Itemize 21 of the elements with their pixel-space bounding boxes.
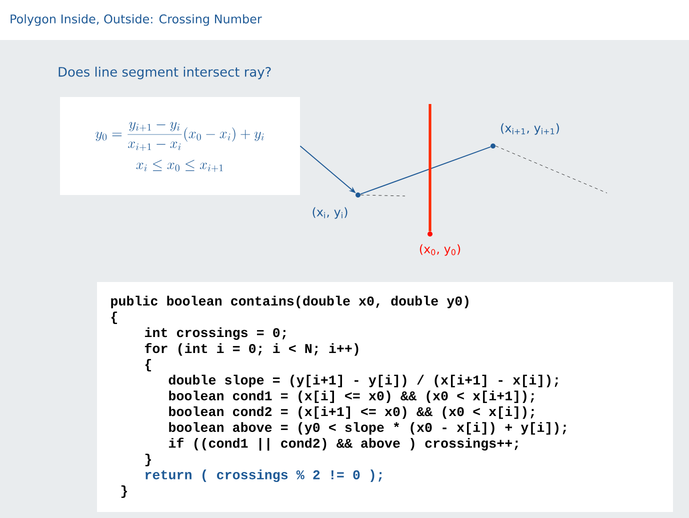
subtitle: Does line segment intersect ray? [58, 66, 271, 80]
code-line: boolean above = (y0 < slope * (x0 - x[i]) + y[i]); [169, 422, 566, 435]
connector-line [360, 146, 491, 195]
code-line: return ( crossings % 2 != 0 ); [146, 470, 382, 482]
code-line: } [121, 485, 127, 498]
point-label: (x$_{i}$, y$_{i}$) [312, 207, 348, 219]
connector-line [428, 104, 432, 232]
code-line: boolean cond2 = (x[i+1] <= x0) && (x0 < x[i]); [169, 406, 534, 419]
title: Polygon Inside, Outside: Crossing Number [10, 14, 262, 26]
code-line: public boolean contains(double x0, double y0) [111, 296, 468, 308]
code-line: double slope = (y[i+1] - y[i]) / (x[i+1] - x[i]); [168, 374, 558, 388]
code-line: { [145, 358, 152, 372]
code-line: if ((cond1 || cond2) && above ) crossings++; [168, 438, 518, 451]
code-line: { [111, 312, 118, 324]
point-label: (x$_{i+1}$, y$_{i+1}$) [501, 123, 559, 135]
formula-box: $y_0 = \frac{y_{i+1} - y_i}{x_{i+1} - x_i} (x_0 - x_i) + y_i$ $x_i \le x_0 \le x_{i+1}$ [60, 97, 300, 195]
code-line: } [145, 454, 151, 466]
code-line: for (int i = 0; i < N; i++) [144, 343, 358, 356]
point-label: (x$_{0}$, y$_{0}$) [420, 244, 460, 256]
code-line: int crossings = 0; [144, 327, 286, 340]
code-line: boolean cond1 = (x[i] <= x0) && (x0 < x[i+1]); [169, 390, 534, 404]
